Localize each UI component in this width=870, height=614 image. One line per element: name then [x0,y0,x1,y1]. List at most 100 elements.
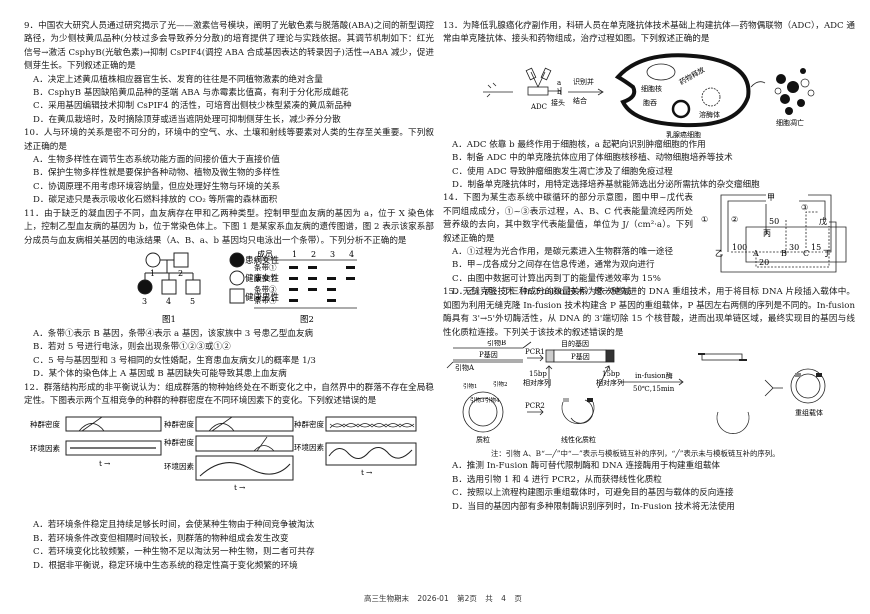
apoptosis-label: 细胞凋亡 [776,118,804,127]
panel2-time-label: t [234,483,237,492]
value-30: 30 [789,243,799,252]
q9-option-c: C．采用基因编辑技术抑制 CsPIF4 的活性，可培育出侧枝少株型紧凑的黄瓜新品… [33,101,352,112]
recombinant-vector-label: 重组载体 [795,408,823,417]
q10-option-d: D．碳足迹只是表示吸收化石燃料排放的 CO₂ 等所需的森林面积 [33,195,278,206]
bp15-left-label: 15bp [529,370,547,378]
col-2: 2 [311,250,316,259]
bind-label: 结合 [573,96,587,105]
q9-option-d: D．在黄瓜栽培时，及时摘除顶芽或适当遮阴处理可抑制侧芽生长，减少养分分散 [33,114,341,125]
q13-figure: ADC a b 接头 识别并 结合 细胞核 胞吞 药物释放 溶酶体 乳腺癌细胞 [443,47,855,139]
question-9: 9．中国农大研究人员通过研究揭示了光——激素信号模块，阐明了光敏色素与脱落酸(A… [24,20,434,127]
adc-mechanism-diagram: ADC a b 接头 识别并 结合 细胞核 胞吞 药物释放 溶酶体 乳腺癌细胞 [483,53,815,139]
member-5-label: 5 [190,297,195,306]
primer4-label: 引物4 [485,396,500,404]
q11-option-d: D．某个体的染色体上 A 基因或 B 基因缺失可能导致其患上血友病 [33,369,287,380]
question-10-stem: 10．人与环境的关系是密不可分的，环境中的空气、水、土壤和射线等要素对人类的生存… [24,128,434,152]
population-density-chart: 种群密度 环境因素 t → 种群密度 种群密度 环境因素 [30,416,417,492]
ding-label: 丁 [823,249,831,258]
linker-label: 接头 [551,98,565,107]
panel1-density-label: 种群密度 [30,419,60,429]
q12-option-a: A．若环境条件稳定且持续足够长时间，会使某种生物由于种间竞争被淘汰 [33,520,315,531]
legend-healthy-female: 健康女性 [245,273,280,284]
node-a-label: A [752,249,759,258]
pcr2-label: PCR2 [525,402,545,410]
member-2-label: 2 [178,269,183,278]
time-arrow-icon: → [104,459,110,468]
rel-seq-left-label: 相对序列 [523,378,551,387]
legend-healthy-male: 健康男性 [245,292,280,303]
primer1-label: 引物1 [463,382,478,390]
node-c-label: C [803,249,809,258]
panel2-env-label: 环境因素 [164,461,194,471]
q13-option-d: D．制备单克隆抗体时，用特定选择培养基就能筛选出分泌所需抗体的杂交瘤细胞 [452,180,760,191]
col-1: 1 [292,250,297,259]
pedigree-chart: 1 2 3 4 5 患病女性 健康女性 健康男性 图1 [137,252,280,325]
q14-option-b: B．甲~戊各成分之间存在信息传递，通常为双向进行 [452,260,655,271]
linear-plasmid-label: 线性化质粒 [561,435,596,444]
q15-option-a: A．推测 In-Fusion 酶可替代限制酶和 DNA 连接酶用于构建重组载体 [452,461,721,472]
q13-option-a: A．ADC 依靠 b 最终作用于细胞核，a 起靶向识别肿瘤细胞的作用 [452,139,706,150]
question-13-stem: 13．为降低乳腺癌化疗副作用，科研人员在单克隆抗体技术基础上构建抗体—药物偶联物… [443,21,855,45]
enzyme-label: in-fusion酶 [635,371,673,380]
right-column: 13．为降低乳腺癌化疗副作用，科研人员在单克隆抗体技术基础上构建抗体—药物偶联物… [443,20,855,514]
node-b-label: B [781,249,787,258]
primer-b-label: 引物B [487,340,506,347]
left-column: 9．中国农大研究人员通过研究揭示了光——激素信号模块，阐明了光敏色素与脱落酸(A… [24,20,434,573]
question-12: 12．群落结构形成的非平衡说认为：组成群落的物种始终处在不断变化之中，自然界中的… [24,382,434,573]
q9-option-a: A．决定上述黄瓜植株相应器官生长、发育的往往是不同植物激素的绝对含量 [33,74,323,85]
drug-release-label: 药物释放 [678,65,707,87]
q10-option-a: A．生物多样性在调节生态系统功能方面的间接价值大于直接价值 [33,155,280,166]
primer3-label: 引物3 [470,396,485,404]
footer-page: 第2页 [457,594,477,603]
q11-figures: 1 2 3 4 5 患病女性 健康女性 健康男性 图1 成员 1 2 3 4 条… [24,248,434,328]
process-3-label: ③ [801,203,808,212]
q12-figure: 种群密度 环境因素 t → 种群密度 种群密度 环境因素 [24,414,434,519]
question-15: 15．无缝克隆技术（In-Fusion 技术）是一种先进的 DNA 重组技术，用… [443,286,855,514]
panel1-env-label: 环境因素 [30,443,60,453]
band-row-4-label: 条带④ [254,295,277,305]
jia-label: 甲 [767,193,775,202]
q13-option-c: C．使用 ADC 导致肿瘤细胞发生凋亡涉及了细胞免疫过程 [452,166,673,177]
nucleus-label: 细胞核 [641,84,662,93]
question-11: 11．由于缺乏的凝血因子不同，血友病存在甲和乙两种类型。控制甲型血友病的基因为 … [24,208,434,382]
bp15-right-label: 15bp [602,370,620,378]
col-3: 3 [330,250,335,259]
a-label: a [557,79,561,87]
yi-label: 乙 [715,249,723,258]
bing-label: 丙 [763,229,771,238]
question-10: 10．人与环境的关系是密不可分的，环境中的空气、水、土壤和射线等要素对人类的生存… [24,127,434,207]
question-15-stem: 15．无缝克隆技术（In-Fusion 技术）是一种先进的 DNA 重组技术，用… [443,287,855,338]
question-13: 13．为降低乳腺癌化疗副作用，科研人员在单克隆抗体技术基础上构建抗体—药物偶联物… [443,20,855,192]
q10-option-b: B．保护生物多样性就是要保护各种动物、植物及微生物的多样性 [33,168,280,179]
footer-date: 2026-01 [417,594,449,603]
process-1-label: ① [701,215,708,224]
process-2-label: ② [731,215,738,224]
q9-option-b: B．CsphyB 基因缺陷黄瓜品种的茎端 ABA 与赤霉素比值高，有利于分化形成… [33,88,349,99]
recognize-label: 识别并 [573,77,594,86]
condition-label: 50℃,15min [633,385,675,393]
q14-option-a: A．①过程为光合作用，是碳元素进入生物群落的唯一途径 [452,247,674,258]
band-row-2-label: 条带② [254,273,277,283]
electrophoresis-chart: 成员 1 2 3 4 条带① 条带② 条带③ 条带④ 图2 [254,249,357,325]
question-12-stem: 12．群落结构形成的非平衡说认为：组成群落的物种始终处在不断变化之中，自然界中的… [24,382,434,406]
target-gene-label: 目的基因 [561,340,589,348]
members-header: 成员 [257,249,273,259]
q10-option-c: C．协调原理不用考虑环境容纳量，但应处理好生物与环境的关系 [33,181,281,192]
q15-option-b: B．选用引物 1 和 4 进行 PCR2，从而获得线性化质粒 [452,474,662,485]
q15-note: 注：引物 A、B“—╱”中“—”表示与模板链互补的序列，“╱”表示未与模板链互补… [491,449,780,459]
legend-affected-female: 患病女性 [245,255,280,266]
band-row-1-label: 条带① [254,262,277,272]
pcr1-label: PCR1 [525,348,545,356]
question-14: 14．下图为某生态系统中碳循环的部分示意图，图中甲~戊代表不同组成成分，①~③表… [443,192,855,297]
panel3-density-label: 种群密度 [294,419,324,429]
cancer-cell-label: 乳腺癌细胞 [666,130,701,139]
page-footer: 高三生物期末 2026-01 第2页 共 4 页 [364,593,522,604]
value-50: 50 [769,217,779,226]
q14-option-c: C．由图中数据可计算出丙到丁的能量传递效率为 15% [452,273,661,284]
endocytosis-label: 胞吞 [643,98,657,107]
member-4-label: 4 [166,297,171,306]
panel3-env-label: 环境因素 [294,442,324,452]
q14-option-d: D．乙、丙、丁三种成分的数量关系为依次递减 [452,287,631,298]
rel-seq-right-label: 相对序列 [596,378,624,387]
member-1-label: 1 [150,269,155,278]
